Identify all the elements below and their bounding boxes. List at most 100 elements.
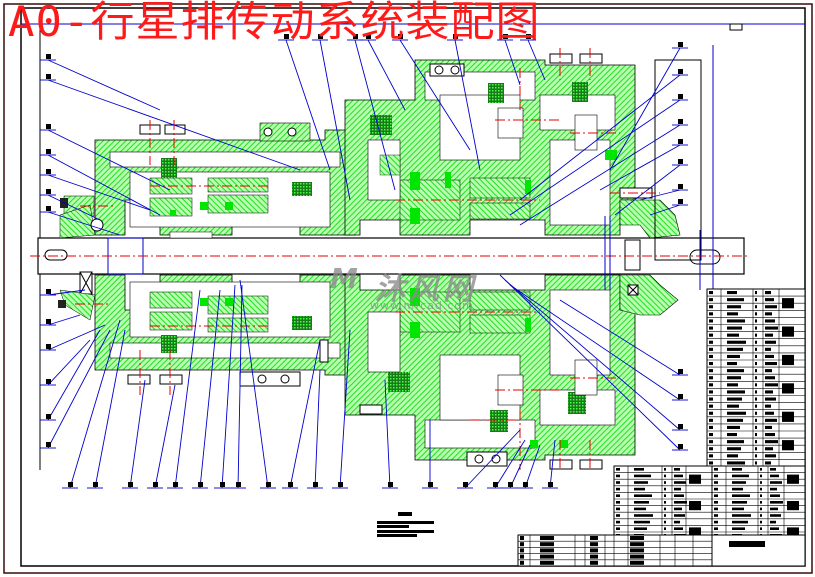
- leader-line: [47, 59, 161, 111]
- balloon-number: [46, 74, 51, 79]
- cell-qty: [664, 501, 666, 504]
- cell-qty: [760, 501, 762, 504]
- cell-index: [709, 433, 713, 437]
- cell-material: [770, 507, 778, 511]
- cell-qty: [664, 494, 666, 497]
- leader-line: [47, 289, 86, 296]
- cell-qty: [755, 425, 757, 429]
- cell-name: [727, 369, 744, 373]
- leader-line: [639, 189, 681, 201]
- cell-qty: [755, 362, 757, 366]
- balloon-number: [236, 482, 241, 487]
- cell-text: [630, 542, 644, 547]
- cell-qty: [755, 291, 757, 295]
- cell-index: [714, 520, 718, 524]
- cell-name: [727, 461, 745, 465]
- leader-line: [339, 329, 351, 489]
- cell-name: [732, 487, 743, 491]
- cell-qty: [664, 468, 666, 471]
- balloon-number: [68, 482, 73, 487]
- cell-material: [765, 390, 773, 394]
- cell-name: [727, 305, 741, 309]
- cell-index: [616, 468, 620, 471]
- balloon-number: [46, 149, 51, 154]
- cell-qty: [755, 397, 757, 401]
- cell-index: [616, 494, 620, 497]
- leader-line: [289, 339, 321, 489]
- balloon-number: [493, 482, 498, 487]
- cell-qty: [755, 305, 757, 309]
- cell-material: [770, 468, 776, 471]
- cell-name: [727, 411, 746, 415]
- balloon-number: [128, 482, 133, 487]
- cell-index: [709, 461, 713, 465]
- cell-text: [630, 536, 644, 540]
- cell-material: [765, 305, 777, 309]
- balloon-number: [284, 34, 289, 39]
- title-cell: [711, 534, 806, 567]
- cell-material: [770, 474, 779, 478]
- cell-text: [590, 542, 598, 547]
- cell-qty: [755, 418, 757, 422]
- cell-note: [689, 474, 701, 484]
- cell-name: [727, 440, 744, 444]
- cell-material: [765, 440, 778, 444]
- leader-line: [454, 39, 481, 171]
- leader-line: [494, 439, 526, 489]
- cell-material: [770, 501, 783, 504]
- cell-qty: [755, 326, 757, 330]
- balloon-number: [508, 482, 513, 487]
- balloon-number: [220, 482, 225, 487]
- cell-material: [765, 347, 771, 351]
- cell-name: [732, 501, 747, 504]
- cell-qty: [755, 447, 757, 451]
- cell-name: [634, 481, 648, 484]
- leader-line: [129, 379, 146, 489]
- cell-name: [727, 326, 742, 330]
- cell-qty: [760, 474, 762, 478]
- cell-qty: [755, 404, 757, 408]
- cell-text: [630, 548, 644, 553]
- balloon-number: [678, 394, 683, 399]
- cell-material: [770, 527, 779, 530]
- cell-text: [540, 536, 554, 540]
- cell-name: [634, 514, 653, 517]
- leader-line: [504, 39, 521, 86]
- cell-name: [727, 404, 739, 408]
- leader-line: [499, 274, 681, 451]
- cell-index: [714, 501, 718, 504]
- balloon-number: [678, 184, 683, 189]
- leader-line: [69, 319, 121, 489]
- cell-name: [634, 474, 651, 478]
- technical-requirements: [377, 512, 434, 537]
- cell-name: [727, 383, 738, 387]
- leader-line: [47, 339, 91, 386]
- cell-index: [520, 548, 524, 553]
- cell-qty: [664, 520, 666, 524]
- drawing-title: A0-行星排传动系统装配图: [8, 0, 541, 47]
- cell-qty: [760, 507, 762, 511]
- cell-name: [634, 468, 644, 471]
- cell-name: [732, 507, 744, 511]
- cell-name: [732, 520, 748, 524]
- cell-material: [765, 354, 774, 358]
- cell-material: [770, 487, 777, 491]
- cell-name: [727, 376, 741, 380]
- cell-note: [782, 354, 794, 366]
- leader-line: [221, 284, 236, 489]
- cell-index: [520, 536, 524, 540]
- leader-line: [94, 329, 126, 489]
- cell-index: [709, 425, 713, 429]
- left-housing-upper: [59, 122, 356, 239]
- balloon-number: [46, 442, 51, 447]
- cell-text: [590, 536, 598, 540]
- balloon-number: [288, 482, 293, 487]
- cell-index: [709, 454, 713, 458]
- balloon-number: [46, 169, 51, 174]
- cell-material: [765, 397, 776, 401]
- cell-name: [634, 507, 646, 511]
- cell-name: [727, 418, 743, 422]
- cell-material: [765, 298, 774, 302]
- leader-line: [509, 99, 681, 216]
- balloon-number: [46, 289, 51, 294]
